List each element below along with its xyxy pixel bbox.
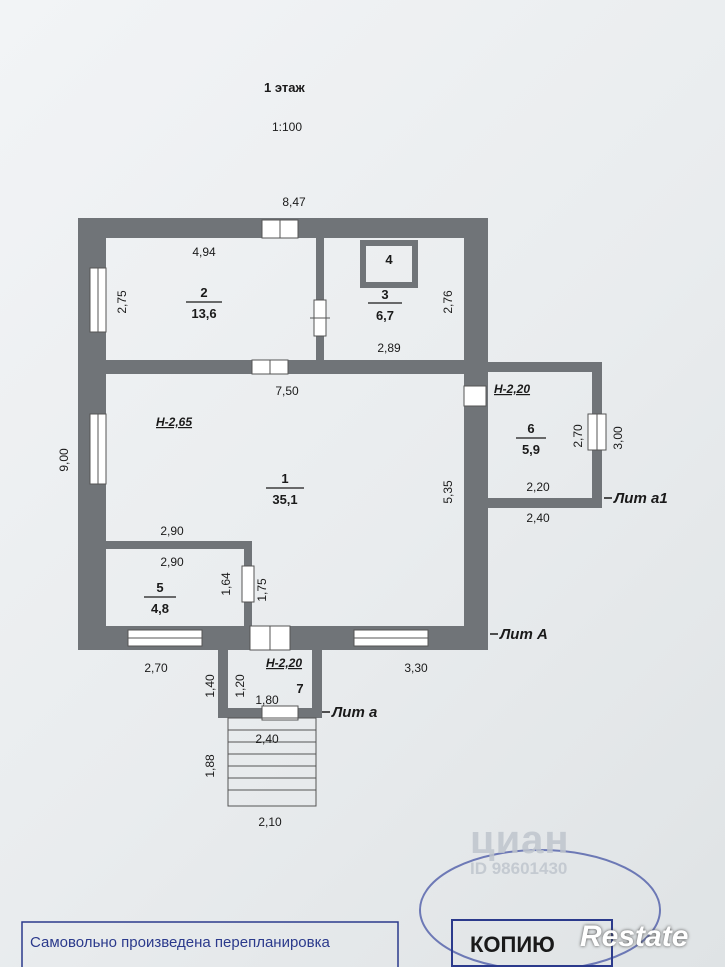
dim-room5-inner: 2,90 <box>160 555 184 569</box>
room5-number: 5 <box>156 580 163 595</box>
dim-porch-inner-depth: 1,20 <box>233 674 247 698</box>
wall-right <box>464 218 488 650</box>
height-annex: Н-2,20 <box>494 382 530 396</box>
dim-stairs-width: 2,10 <box>258 815 282 829</box>
dim-annex-inner-depth: 2,70 <box>571 424 585 448</box>
dim-porch-inner-width: 1,80 <box>255 693 279 707</box>
room7-number: 7 <box>296 681 303 696</box>
dim-front-right: 3,30 <box>404 661 428 675</box>
cian-id: ID 98601430 <box>470 859 568 878</box>
label-lit-a1: Лит а1 <box>613 490 668 507</box>
dim-room1-depth: 5,35 <box>441 480 455 504</box>
wall-room2-room3 <box>316 238 324 360</box>
stamp-note: Самовольно произведена перепланировка <box>30 934 330 951</box>
stamp-frame <box>21 921 399 967</box>
dim-room5-depth-a: 1,64 <box>219 572 233 596</box>
stairs-outline <box>227 717 317 807</box>
wall-room5-top <box>106 541 250 549</box>
door-porch <box>261 705 299 721</box>
room6-area: 5,9 <box>522 442 540 457</box>
dim-stairs-depth: 1,88 <box>203 754 217 778</box>
room4-number: 4 <box>385 252 393 267</box>
dim-annex-outer-depth: 3,00 <box>611 426 625 450</box>
cian-logo: циан <box>470 818 570 862</box>
dim-room5-depth-b: 1,75 <box>255 578 269 602</box>
label-lit-a: Лит а <box>331 704 377 721</box>
doors <box>241 219 487 721</box>
dim-front-left: 2,70 <box>144 661 168 675</box>
dim-room2-width: 4,94 <box>192 245 216 259</box>
room1-area: 35,1 <box>272 492 297 507</box>
room1-number: 1 <box>281 471 288 486</box>
label-lit-A: Лит А <box>499 626 548 643</box>
height-porch: Н-2,20 <box>266 656 302 670</box>
dim-total-depth: 9,00 <box>57 448 71 472</box>
wall-closet-bottom <box>360 282 418 288</box>
room5-area: 4,8 <box>151 601 169 616</box>
height-main: Н-2,65 <box>156 415 192 429</box>
dim-porch-outer-width: 2,40 <box>255 732 279 746</box>
wall-closet-right <box>412 240 418 288</box>
wall-closet-left <box>360 240 366 288</box>
windows <box>89 267 607 647</box>
annex-wall-top <box>486 362 600 372</box>
floor-title: 1 этаж <box>264 80 305 95</box>
door-annex <box>463 385 487 407</box>
restate-logo: Restate <box>580 920 689 953</box>
copy-stamp-text: КОПИЮ <box>470 932 555 957</box>
room2-number: 2 <box>200 285 207 300</box>
room3-number: 3 <box>381 287 388 302</box>
room-fraction-lines <box>144 301 546 598</box>
dim-room2-depth: 2,75 <box>115 290 129 314</box>
room3-area: 6,7 <box>376 308 394 323</box>
annex-wall-bottom <box>486 498 602 508</box>
dim-annex-outer-width: 2,40 <box>526 511 550 525</box>
cian-watermark: циан ID 98601430 <box>470 818 570 879</box>
dim-porch-outer-depth: 1,40 <box>203 674 217 698</box>
dim-total-width: 8,47 <box>282 195 306 209</box>
door-room5 <box>241 565 255 603</box>
stairs <box>227 717 317 807</box>
copy-stamp-frame <box>451 919 613 967</box>
dim-room5-outer: 2,90 <box>160 524 184 538</box>
round-stamp <box>419 849 661 967</box>
porch-wall-right <box>312 648 322 718</box>
dim-room3-width: 2,89 <box>377 341 401 355</box>
dim-room3-depth: 2,76 <box>441 290 455 314</box>
porch-wall-left <box>218 648 228 718</box>
scale-label: 1:100 <box>272 120 303 134</box>
room2-area: 13,6 <box>191 306 216 321</box>
dim-corridor-width: 7,50 <box>275 384 299 398</box>
wall-closet-top <box>360 240 418 246</box>
dim-annex-inner-width: 2,20 <box>526 480 550 494</box>
room6-number: 6 <box>527 421 534 436</box>
walls <box>78 218 488 650</box>
